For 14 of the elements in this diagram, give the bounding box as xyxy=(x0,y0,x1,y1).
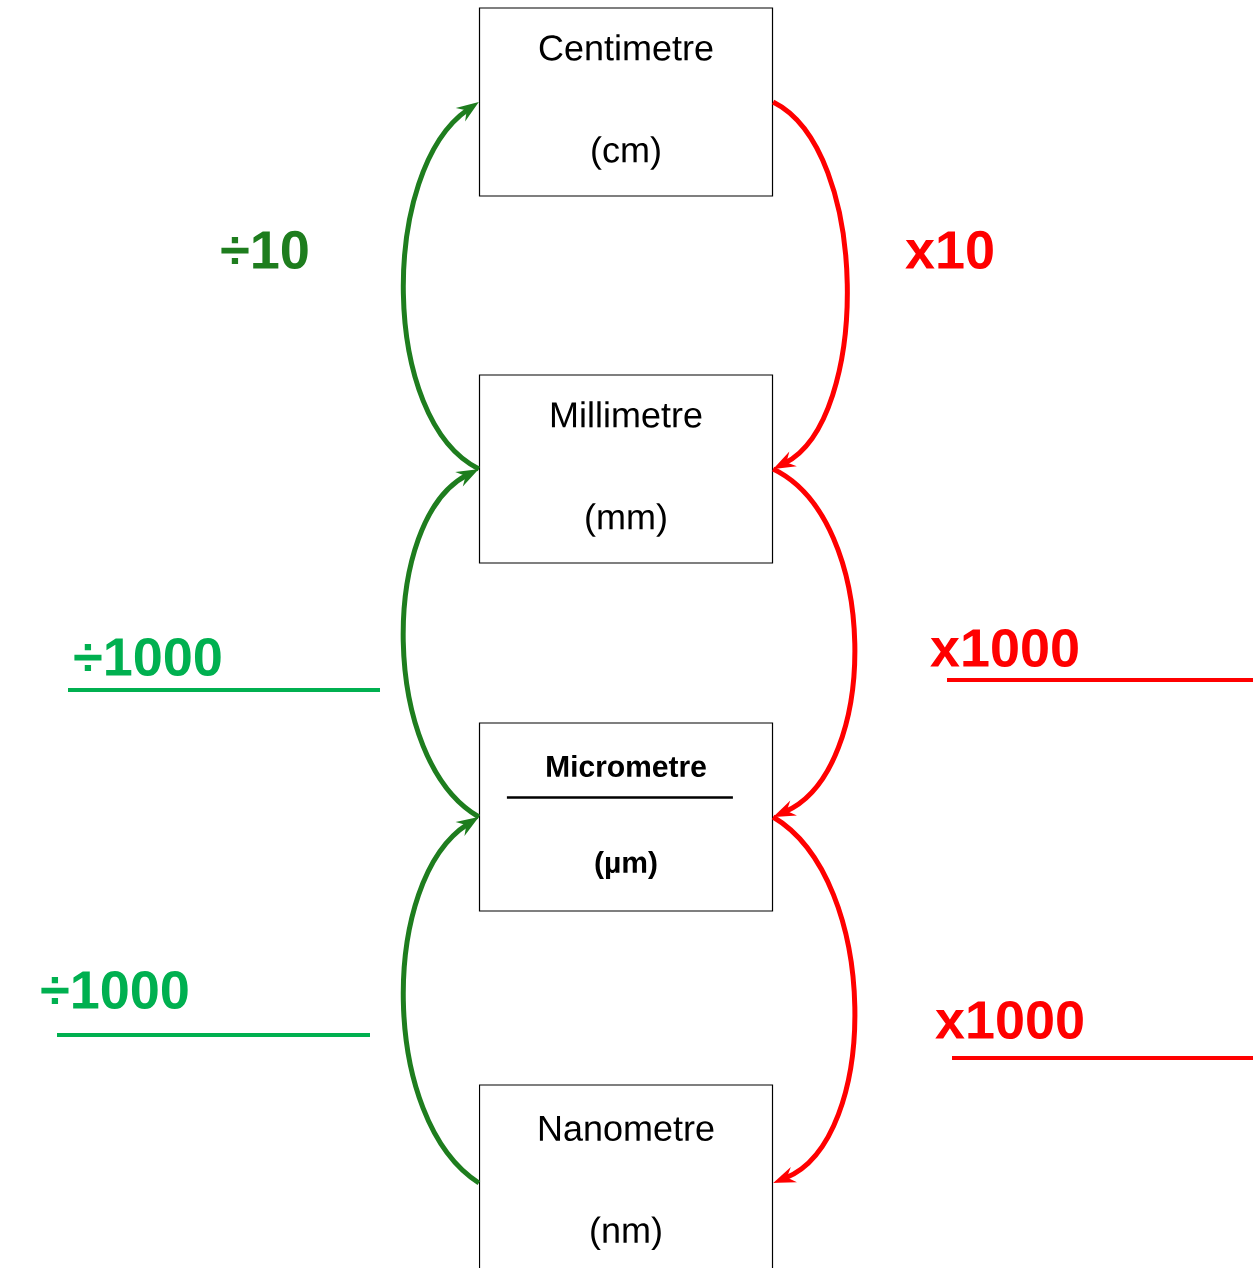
unit-box: Centimetre (cm) xyxy=(478,7,774,197)
curved-arrow xyxy=(771,815,858,1183)
curved-arrow xyxy=(771,466,858,817)
edge-label: ÷10 xyxy=(221,230,308,270)
edge-label: x10 xyxy=(905,230,993,270)
edge-label: ÷1000 xyxy=(74,637,221,677)
edge-label: x1000 xyxy=(935,1000,1083,1040)
curved-arrow xyxy=(771,99,850,469)
unit-box: Millimetre (mm) xyxy=(478,374,774,564)
unit-box: Micrometre (µm) xyxy=(478,722,774,912)
curved-arrow xyxy=(400,469,481,819)
unit-box: Nanometre (nm) xyxy=(478,1084,774,1268)
edge-label: ÷1000 xyxy=(41,970,188,1010)
edge-label: x1000 xyxy=(930,628,1078,668)
